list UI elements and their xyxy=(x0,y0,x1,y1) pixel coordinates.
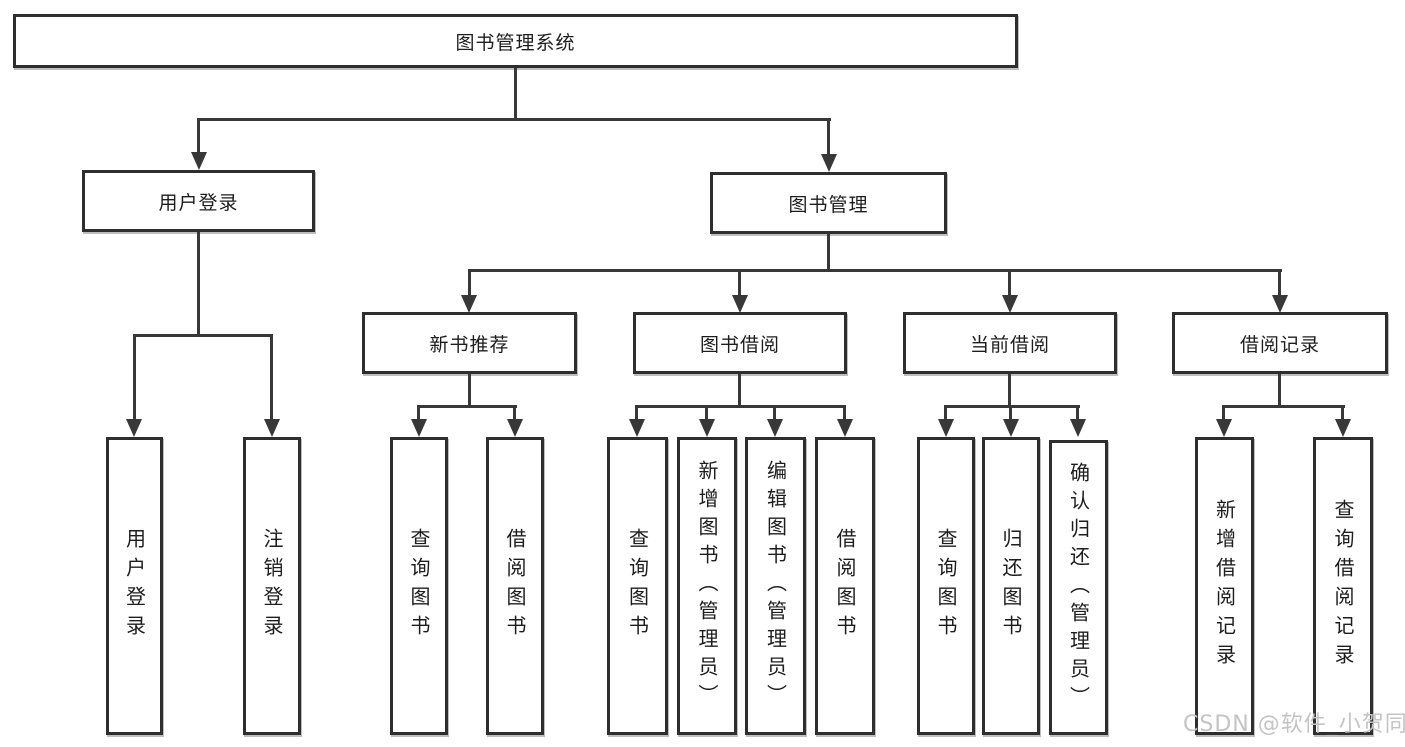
node-user-login: 用户登录 xyxy=(82,170,315,232)
node-leaf-query-books: 查询图书 xyxy=(390,437,448,735)
node-new-book-recommend: 新书推荐 xyxy=(362,312,577,374)
node-leaf-add-borrow-record: 新增借阅记录 xyxy=(1195,437,1254,735)
node-leaf-return-books: 归还图书 xyxy=(982,437,1040,735)
arrowhead-icon xyxy=(126,419,142,437)
connector-root-stub xyxy=(514,68,517,120)
connector-level2-elbow xyxy=(198,118,831,121)
connector-line xyxy=(705,405,708,419)
connector-level3-elbow xyxy=(468,269,1282,272)
connector-line xyxy=(468,269,471,295)
arrowhead-icon xyxy=(1070,419,1086,437)
node-leaf-borrow-books: 借阅图书 xyxy=(486,437,544,735)
node-leaf-query-books: 查询图书 xyxy=(607,437,668,735)
connector-line xyxy=(468,374,471,408)
arrowhead-icon xyxy=(264,419,280,437)
connector-borrow-elbow xyxy=(635,405,846,408)
arrowhead-icon xyxy=(461,295,477,313)
connector-line xyxy=(1341,405,1344,419)
arrowhead-icon xyxy=(629,419,645,437)
arrowhead-icon xyxy=(732,295,748,313)
connector-line xyxy=(197,232,200,337)
arrowhead-icon xyxy=(1002,295,1018,313)
connector-line xyxy=(1278,374,1281,408)
connector-line xyxy=(133,334,136,419)
arrowhead-icon xyxy=(1335,419,1351,437)
connector-line xyxy=(1222,405,1225,419)
connector-line xyxy=(1076,405,1079,419)
arrowhead-icon xyxy=(1003,419,1019,437)
connector-user-elbow xyxy=(133,334,273,337)
node-leaf-confirm-return-admin: 确认归还（管理员） xyxy=(1049,440,1108,735)
node-book-borrow: 图书借阅 xyxy=(633,312,847,374)
arrowhead-icon xyxy=(938,419,954,437)
node-leaf-user-login: 用户登录 xyxy=(106,437,163,735)
node-current-borrow: 当前借阅 xyxy=(903,312,1117,374)
connector-line xyxy=(1009,405,1012,419)
connector-line xyxy=(827,234,830,272)
node-borrow-records: 借阅记录 xyxy=(1172,312,1388,374)
node-leaf-query-books: 查询图书 xyxy=(917,437,975,735)
connector-line xyxy=(738,269,741,295)
arrowhead-icon xyxy=(1216,419,1232,437)
node-root-system: 图书管理系统 xyxy=(13,14,1018,68)
arrowhead-icon xyxy=(507,419,523,437)
connector-line xyxy=(1278,269,1281,295)
connector-line xyxy=(738,374,741,408)
connector-recommend-elbow xyxy=(417,405,517,408)
connector-line xyxy=(635,405,638,419)
arrowhead-icon xyxy=(767,419,783,437)
connector-line xyxy=(773,405,776,419)
node-leaf-add-books-admin: 新增图书（管理员） xyxy=(677,437,737,735)
arrowhead-icon xyxy=(411,419,427,437)
connector-line xyxy=(827,118,830,156)
connector-line xyxy=(197,118,200,154)
connector-line xyxy=(270,334,273,419)
connector-line xyxy=(843,405,846,419)
arrowhead-icon xyxy=(699,419,715,437)
connector-line xyxy=(1008,269,1011,295)
connector-records-elbow xyxy=(1223,405,1345,408)
node-book-management: 图书管理 xyxy=(710,172,947,234)
node-leaf-logout: 注销登录 xyxy=(243,437,301,735)
connector-line xyxy=(417,405,420,419)
csdn-watermark: CSDN @软件_小贺同学 xyxy=(1183,712,1405,737)
connector-line xyxy=(513,405,516,419)
arrowhead-icon xyxy=(1272,295,1288,313)
node-leaf-edit-books-admin: 编辑图书（管理员） xyxy=(745,437,806,735)
connector-line xyxy=(1008,374,1011,408)
connector-line xyxy=(944,405,947,419)
connector-current-elbow xyxy=(944,405,1080,408)
node-leaf-query-borrow-record: 查询借阅记录 xyxy=(1313,437,1373,735)
arrowhead-icon xyxy=(837,419,853,437)
arrowhead-icon xyxy=(191,152,207,170)
arrowhead-icon xyxy=(821,154,837,172)
node-leaf-borrow-books: 借阅图书 xyxy=(815,437,875,735)
